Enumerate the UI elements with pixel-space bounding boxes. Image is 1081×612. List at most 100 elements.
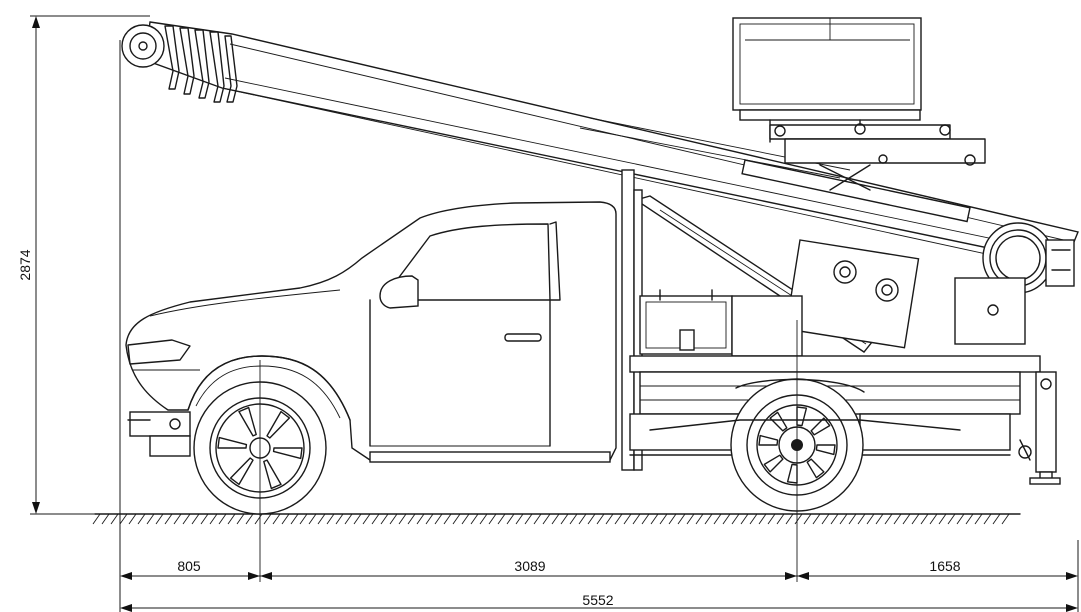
ground-hatch-mark — [794, 513, 803, 525]
wheel-spoke — [263, 459, 282, 490]
ground-hatch-mark — [848, 513, 857, 525]
ground-hatch-mark — [281, 513, 290, 525]
rear-overhang-label: 1658 — [929, 558, 960, 574]
ground-hatch-mark — [416, 513, 425, 525]
ground-hatch-mark — [227, 513, 236, 525]
ground-hatch-mark — [92, 513, 101, 525]
ground-hatch-mark — [659, 513, 668, 525]
ground-hatch-mark — [668, 513, 677, 525]
ground-hatch-mark — [254, 513, 263, 525]
ground-hatch-mark — [272, 513, 281, 525]
ground-hatch-mark — [911, 513, 920, 525]
ground-hatch-mark — [1001, 513, 1010, 525]
ground-hatch-mark — [407, 513, 416, 525]
ground-hatch-mark — [398, 513, 407, 525]
ground-hatch-mark — [452, 513, 461, 525]
ground-hatch-mark — [956, 513, 965, 525]
ground-hatch-mark — [110, 513, 119, 525]
ground-hatch-mark — [713, 513, 722, 525]
ground-hatch-mark — [470, 513, 479, 525]
ground-hatch-mark — [929, 513, 938, 525]
ground-hatch-mark — [686, 513, 695, 525]
ground-hatch-mark — [587, 513, 596, 525]
ground-hatch-mark — [515, 513, 524, 525]
ground-hatch-mark — [344, 513, 353, 525]
front-overhang-label: 805 — [177, 558, 201, 574]
ground-hatch-mark — [173, 513, 182, 525]
ground-hatch-mark — [677, 513, 686, 525]
ground-hatch-mark — [983, 513, 992, 525]
ground-hatch-mark — [461, 513, 470, 525]
ground-hatch-mark — [623, 513, 632, 525]
height-dimension — [30, 15, 150, 515]
ground-hatch-mark — [191, 513, 200, 525]
ground-hatch-mark — [884, 513, 893, 525]
wheel-spoke — [272, 447, 303, 460]
ground-hatch-mark — [263, 513, 272, 525]
height-dimension-label: 2874 — [17, 249, 33, 280]
wheelbase-label: 3089 — [514, 558, 545, 574]
ground-hatch-mark — [137, 513, 146, 525]
ground-hatch-mark — [947, 513, 956, 525]
ground-hatch-mark — [938, 513, 947, 525]
ground-hatch-mark — [875, 513, 884, 525]
ground-hatch-mark — [650, 513, 659, 525]
telescopic-boom — [121, 21, 1079, 294]
wheel-spoke — [238, 406, 257, 437]
ground-hatch-mark — [776, 513, 785, 525]
ground-hatch-mark — [146, 513, 155, 525]
ground-hatch-mark — [533, 513, 542, 525]
ground-hatch-mark — [560, 513, 569, 525]
ground-hatch-mark — [299, 513, 308, 525]
ground-hatch-mark — [209, 513, 218, 525]
ground-hatch-mark — [704, 513, 713, 525]
ground-hatch-mark — [362, 513, 371, 525]
ground-hatch-mark — [425, 513, 434, 525]
ground-hatch-mark — [839, 513, 848, 525]
ground-hatch-mark — [920, 513, 929, 525]
wheel-spoke — [769, 411, 788, 432]
ground-hatch-mark — [812, 513, 821, 525]
wheel-spoke — [266, 410, 291, 439]
ground-hatch-mark — [785, 513, 794, 525]
ground-hatch-mark — [974, 513, 983, 525]
ground-hatch-mark — [569, 513, 578, 525]
boom-head-pulley — [121, 24, 165, 68]
ground-hatch-mark — [119, 513, 128, 525]
ground-hatch-mark — [830, 513, 839, 525]
work-platform-basket — [732, 17, 986, 191]
ground-hatch-mark — [164, 513, 173, 525]
ground-hatch-mark — [353, 513, 362, 525]
wheel-spoke — [217, 436, 248, 449]
ground-hatch-mark — [695, 513, 704, 525]
wheel-centerlines — [259, 320, 798, 582]
ground-hatch-mark — [605, 513, 614, 525]
ground-line — [92, 513, 1021, 525]
ground-hatch-mark — [371, 513, 380, 525]
ground-hatch-mark — [497, 513, 506, 525]
ground-hatch-mark — [992, 513, 1001, 525]
wheel-spoke — [763, 454, 784, 473]
ground-hatch-mark — [731, 513, 740, 525]
ground-hatch-mark — [155, 513, 164, 525]
ground-hatch-mark — [758, 513, 767, 525]
ground-hatch-mark — [524, 513, 533, 525]
ground-hatch-mark — [821, 513, 830, 525]
ground-hatch-mark — [389, 513, 398, 525]
ground-hatch-mark — [866, 513, 875, 525]
ground-hatch-mark — [551, 513, 560, 525]
ground-hatch-mark — [965, 513, 974, 525]
rear-outrigger — [1018, 371, 1061, 485]
ground-hatch-mark — [749, 513, 758, 525]
ground-hatch-mark — [200, 513, 209, 525]
ground-hatch-mark — [767, 513, 776, 525]
ground-hatch-mark — [479, 513, 488, 525]
ground-hatch-mark — [434, 513, 443, 525]
ground-hatch-mark — [722, 513, 731, 525]
ground-hatch-mark — [542, 513, 551, 525]
total-length-label: 5552 — [582, 592, 613, 608]
ground-hatch-mark — [182, 513, 191, 525]
ground-hatch-mark — [101, 513, 110, 525]
ground-hatch-mark — [578, 513, 587, 525]
